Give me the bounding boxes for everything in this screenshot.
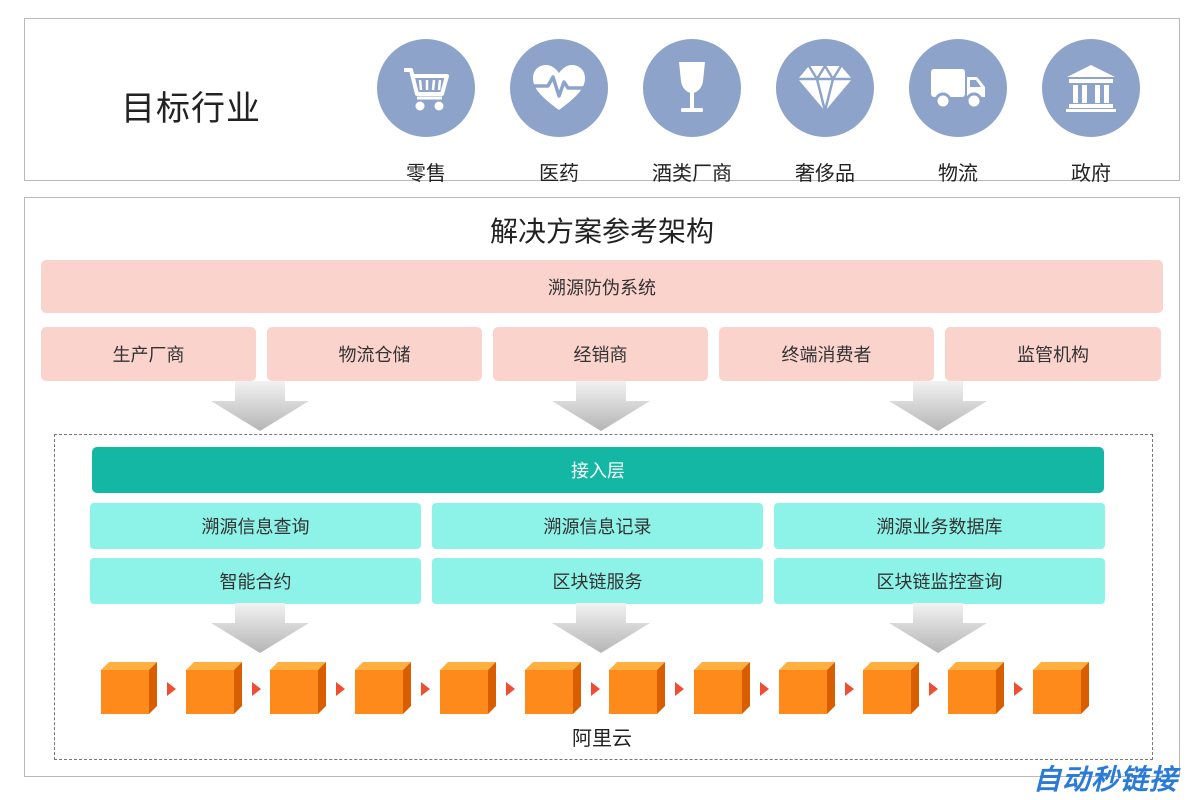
industry-label: 零售 <box>406 161 446 185</box>
industry-label: 奢侈品 <box>795 161 855 185</box>
block-cube <box>101 662 157 714</box>
down-arrow-icon <box>211 381 309 431</box>
industry-label: 医药 <box>539 161 579 185</box>
watermark-text: 自动秒链接 <box>1032 763 1178 796</box>
down-arrow-icon <box>889 603 987 653</box>
government-building-icon <box>1042 39 1140 137</box>
block-cube <box>778 662 835 714</box>
block-cube <box>524 662 581 714</box>
participant-distributor: 经销商 <box>493 327 708 381</box>
industry-liquor: 酒类厂商 <box>637 39 747 185</box>
service-trace-database: 溯源业务数据库 <box>774 503 1105 549</box>
service-smart-contract: 智能合约 <box>90 558 421 604</box>
target-industries-panel: 目标行业 零售 医药 <box>24 18 1180 185</box>
wine-glass-icon <box>643 39 741 137</box>
block-cube <box>693 662 750 714</box>
participant-manufacturer: 生产厂商 <box>41 327 256 381</box>
service-trace-record: 溯源信息记录 <box>432 503 763 549</box>
down-arrow-icon <box>211 603 309 653</box>
down-arrow-icon <box>889 381 987 431</box>
chain-connector-arrow-icon <box>929 682 939 696</box>
chain-connector-arrow-icon <box>251 682 261 696</box>
access-layer-bar: 接入层 <box>92 447 1104 493</box>
block-cube <box>863 662 920 714</box>
architecture-panel: 解决方案参考架构 溯源防伪系统 生产厂商 物流仓储 经销商 终端消费者 监管机构… <box>24 197 1180 777</box>
chain-connector-arrow-icon <box>505 682 515 696</box>
truck-icon <box>909 39 1007 137</box>
industry-label: 酒类厂商 <box>652 161 732 185</box>
block-cube <box>355 662 412 714</box>
chain-connector-arrow-icon <box>590 682 600 696</box>
block-cube <box>270 662 327 714</box>
industry-medicine: 医药 <box>504 39 614 185</box>
participant-logistics-warehouse: 物流仓储 <box>267 327 482 381</box>
block-cube <box>609 662 666 714</box>
down-arrow-icon <box>552 381 650 431</box>
service-blockchain: 区块链服务 <box>432 558 763 604</box>
block-cube <box>1032 662 1089 714</box>
industry-retail: 零售 <box>371 39 481 185</box>
industry-section-title: 目标行业 <box>121 89 261 129</box>
participant-regulator: 监管机构 <box>945 327 1161 381</box>
shopping-cart-icon <box>377 39 475 137</box>
block-cube <box>185 662 242 714</box>
block-cube <box>439 662 496 714</box>
platform-container <box>54 434 1153 760</box>
block-cube <box>948 662 1004 714</box>
industry-luxury: 奢侈品 <box>770 39 880 185</box>
industry-label: 物流 <box>938 161 978 185</box>
heart-pulse-icon <box>510 39 608 137</box>
industry-logistics: 物流 <box>903 39 1013 185</box>
participant-consumer: 终端消费者 <box>719 327 934 381</box>
down-arrow-icon <box>552 603 650 653</box>
chain-connector-arrow-icon <box>421 682 431 696</box>
chain-connector-arrow-icon <box>759 682 769 696</box>
chain-connector-arrow-icon <box>844 682 854 696</box>
chain-connector-arrow-icon <box>336 682 346 696</box>
architecture-title: 解决方案参考架构 <box>489 215 714 248</box>
traceability-system-bar: 溯源防伪系统 <box>41 260 1163 313</box>
service-trace-query: 溯源信息查询 <box>90 503 421 549</box>
chain-connector-arrow-icon <box>1014 682 1023 696</box>
industry-label: 政府 <box>1071 161 1111 185</box>
diamond-icon <box>776 39 874 137</box>
chain-connector-arrow-icon <box>675 682 685 696</box>
chain-connector-arrow-icon <box>167 682 176 696</box>
industry-government: 政府 <box>1036 39 1146 185</box>
service-blockchain-monitor: 区块链监控查询 <box>774 558 1105 604</box>
cloud-provider-label: 阿里云 <box>572 726 632 750</box>
